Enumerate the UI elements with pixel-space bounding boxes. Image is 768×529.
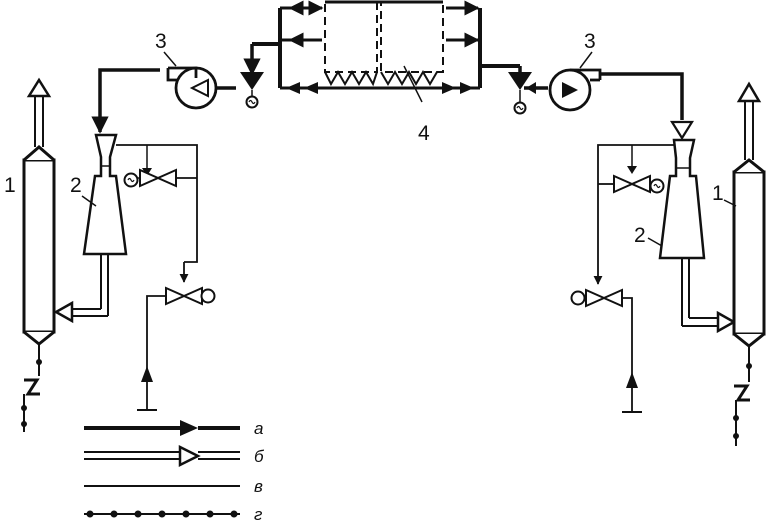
column-right bbox=[732, 81, 766, 446]
ejector-left bbox=[53, 133, 128, 324]
label-ejector-left: 2 bbox=[70, 174, 82, 197]
fan-right bbox=[524, 68, 684, 120]
label-column-left: 1 bbox=[4, 174, 16, 197]
fan-left bbox=[166, 66, 236, 110]
legend-label-c: в bbox=[254, 477, 263, 496]
legend-item-d: г bbox=[84, 505, 262, 524]
leader-fan-right bbox=[579, 51, 593, 69]
legend-item-b: б bbox=[84, 444, 265, 468]
leader-ejector-left bbox=[81, 195, 97, 207]
ejector-right bbox=[658, 120, 737, 334]
legend-label-d: г bbox=[254, 505, 262, 524]
damper-right bbox=[508, 66, 532, 115]
unit-center bbox=[252, 0, 520, 103]
legend-item-c: в bbox=[84, 477, 263, 496]
damper-left bbox=[240, 44, 264, 109]
label-fan-right: 3 bbox=[584, 30, 596, 53]
label-ejector-right: 2 bbox=[634, 224, 646, 247]
gas-line-left bbox=[91, 68, 160, 134]
leader-ejector-right bbox=[647, 237, 663, 247]
leader-fan-left bbox=[163, 51, 177, 67]
legend-label-a: а bbox=[254, 419, 263, 438]
leader-column-right bbox=[723, 199, 737, 207]
column-left bbox=[21, 77, 56, 432]
label-unit-center: 4 bbox=[418, 122, 430, 145]
legend: а б в г bbox=[84, 419, 265, 524]
label-fan-left: 3 bbox=[155, 30, 167, 53]
legend-item-a: а bbox=[84, 419, 263, 438]
legend-label-b: б bbox=[254, 447, 265, 466]
label-column-right: 1 bbox=[712, 182, 724, 205]
control-branch-right bbox=[570, 144, 674, 413]
control-branch-left bbox=[116, 144, 216, 411]
